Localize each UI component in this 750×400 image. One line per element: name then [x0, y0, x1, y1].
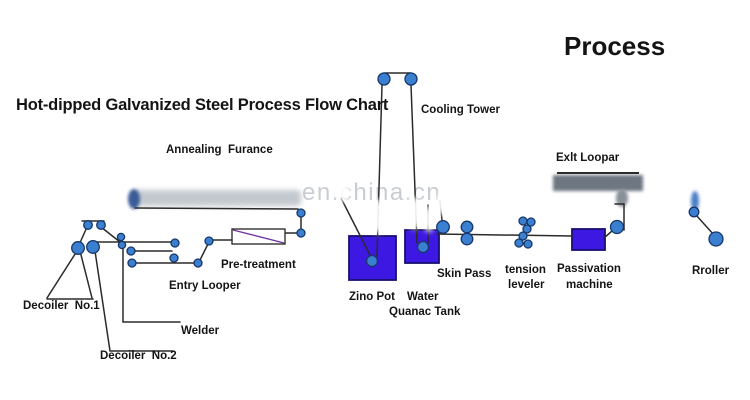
decoiler1-leg-left: [46, 250, 78, 299]
label-tension-leveler-1: tension: [505, 264, 546, 276]
label-passivation-1: Passivation: [557, 263, 621, 275]
recoiler-coil-icon: [708, 231, 724, 247]
rollers: [71, 72, 724, 268]
exit-looper-body: [553, 175, 643, 191]
exit-looper-smudge: [616, 189, 628, 207]
tension-leveler-roll-icon: [522, 224, 532, 234]
skin-pass-roll-icon: [460, 220, 474, 234]
decoiler1-roll-icon: [71, 241, 85, 255]
label-decoiler-2: Decoiler No.2: [100, 350, 177, 362]
label-tension-leveler-2: leveler: [508, 279, 545, 291]
bridle-roll-icon: [609, 219, 625, 235]
label-welder: Welder: [181, 325, 220, 337]
page-title: Hot-dipped Galvanized Steel Process Flow…: [16, 96, 389, 114]
label-entry-looper: Entry Looper: [169, 280, 241, 292]
cooling-tower-roller-icon: [377, 72, 391, 86]
tension-leveler-roll-icon: [526, 217, 536, 227]
deflector-roller-icon: [96, 220, 106, 230]
guide-roller-icon: [296, 228, 306, 238]
looper-roller-icon: [117, 240, 127, 250]
looper-roller-icon: [126, 246, 136, 256]
strip-into-zinc-pot: [340, 197, 372, 258]
furnace-end-smudge: [128, 189, 140, 209]
label-exit-looper: Exlt Loopar: [556, 152, 620, 164]
looper-roller-icon: [116, 232, 126, 242]
looper-roller-icon: [127, 258, 137, 268]
zinc-pot-sink-roll-icon: [365, 254, 379, 268]
looper-roller-icon: [193, 258, 203, 268]
water-tank-sink-roll-icon: [416, 240, 430, 254]
label-quanac-tank: Quanac Tank: [389, 306, 461, 318]
cooling-tower-roller-icon: [404, 72, 418, 86]
recoiler-roller-icon: [688, 206, 700, 218]
erase-smudges: [336, 182, 447, 233]
label-rroller: Rroller: [692, 265, 730, 277]
tension-leveler-roll-icon: [518, 216, 528, 226]
watermark-text: en.china.cn: [302, 179, 441, 206]
label-decoiler-1: Decoiler No.1: [23, 300, 100, 312]
skin-pass-roll-icon: [460, 232, 474, 246]
strip-lines: [46, 72, 715, 352]
deflector-roller-icon: [83, 220, 93, 230]
main-run-line: [436, 233, 573, 237]
annealing-furnace-body: [134, 190, 301, 206]
pre-treatment-diagonal: [232, 229, 285, 244]
label-passivation-2: machine: [566, 279, 613, 291]
label-zinc-pot: Zino Pot: [349, 291, 395, 303]
looper-roller-icon: [170, 238, 180, 248]
strip-seg: [603, 230, 613, 239]
welder-pointer-line: [122, 246, 181, 323]
looper-roller-icon: [204, 236, 214, 246]
label-skin-pass: Skin Pass: [437, 268, 492, 280]
process-heading: Process: [564, 31, 666, 61]
recoiler-streak: [691, 191, 699, 211]
furnace-line: [134, 207, 299, 210]
decoiler1-leg-right: [79, 250, 93, 299]
skin-pass-roll-icon: [436, 220, 450, 234]
strip-seg: [100, 226, 121, 243]
tension-leveler-roll-icon: [514, 238, 524, 248]
tension-leveler-roll-icon: [518, 231, 528, 241]
decoiler2-pointer-line: [94, 250, 174, 352]
strip-seg: [199, 243, 209, 261]
label-water: Water: [407, 291, 439, 303]
decoiler2-roll-icon: [86, 240, 100, 254]
looper-roller-icon: [169, 253, 179, 263]
tension-leveler-roll-icon: [523, 239, 533, 249]
label-cooling-tower: Cooling Tower: [421, 104, 501, 116]
label-pre-treatment: Pre-treatment: [221, 259, 296, 271]
recoiler-line: [695, 214, 715, 236]
label-annealing-furnace: Annealing Furance: [166, 144, 273, 156]
guide-roller-icon: [296, 208, 306, 218]
passivation-machine-box: [571, 228, 606, 251]
